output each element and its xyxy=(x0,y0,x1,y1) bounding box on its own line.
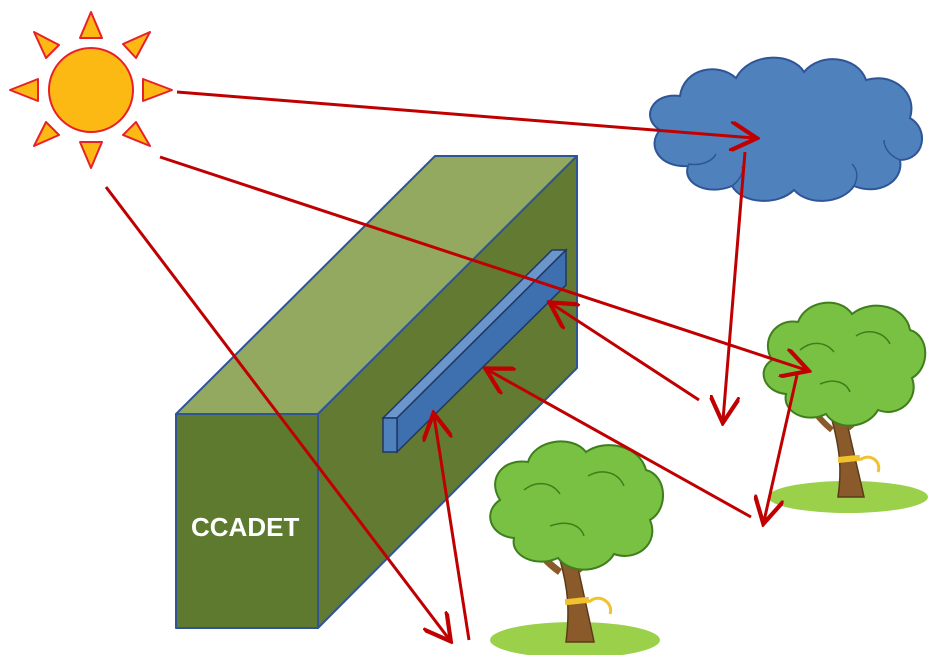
arrow-cloud-to-ground xyxy=(723,151,747,420)
building-label: CCADET xyxy=(191,512,299,542)
arrow-sun-to-ground xyxy=(104,186,449,639)
arrow-ground-to-sensor-top xyxy=(552,304,700,402)
tree-icon-center xyxy=(489,440,664,655)
building-icon: CCADET xyxy=(175,155,578,629)
arrow-ground-to-sensor-low xyxy=(434,416,471,641)
radiation-arrows xyxy=(104,90,806,641)
sun-icon xyxy=(9,11,173,169)
arrow-sun-to-cloud xyxy=(176,90,754,138)
sensor-panel-icon xyxy=(381,248,568,454)
arrow-tree-to-ground xyxy=(764,374,799,521)
cloud-icon xyxy=(649,56,923,202)
arrow-ground-to-sensor-mid xyxy=(488,370,752,519)
arrow-sun-to-tree xyxy=(159,155,806,370)
building-front-face xyxy=(175,413,319,629)
